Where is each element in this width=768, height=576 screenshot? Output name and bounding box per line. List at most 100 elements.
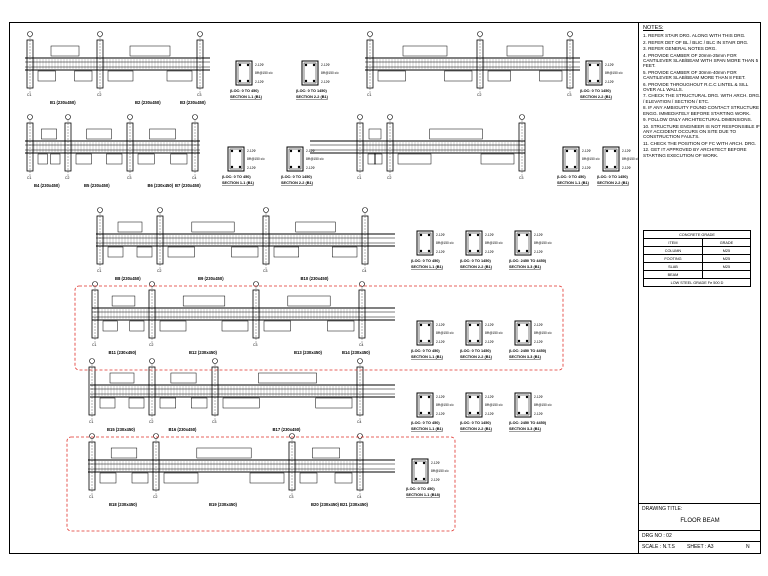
bar-curtail-box bbox=[159, 397, 176, 409]
bar-curtail-box bbox=[480, 153, 515, 165]
rebar-dot bbox=[613, 149, 617, 153]
rebar-label: 2-12Ф bbox=[582, 149, 591, 153]
table-cell bbox=[701, 270, 752, 279]
rebar-dot bbox=[289, 165, 293, 169]
grid-label: C2 bbox=[157, 269, 162, 273]
grid-bubble bbox=[357, 114, 363, 120]
drawing-number: DRG NO : 02 bbox=[642, 533, 672, 539]
grid-bubble bbox=[27, 114, 33, 120]
bar-curtail-box bbox=[74, 70, 93, 82]
grid-bubble bbox=[567, 31, 573, 37]
bar-curtail-box bbox=[191, 397, 208, 409]
rebar-dot bbox=[230, 149, 234, 153]
notes-title: NOTES: bbox=[643, 25, 664, 31]
section-title: SECTION 1-1 (B1) bbox=[222, 181, 255, 185]
rebar-label: 2-12Ф bbox=[485, 412, 494, 416]
grid-bubble bbox=[92, 281, 98, 287]
bar-curtail-box bbox=[196, 447, 252, 459]
stirrup-outline bbox=[467, 322, 481, 344]
beam-label: B11 (230x450) bbox=[109, 350, 137, 355]
rebar-dot bbox=[596, 79, 600, 83]
rebar-label: 2-12Ф bbox=[622, 149, 631, 153]
rebar-label: 2-12Ф bbox=[247, 166, 256, 170]
grid-label: C3 bbox=[263, 269, 268, 273]
bar-curtail-box bbox=[374, 153, 383, 165]
section-location: (LOC: 0 TO 450) bbox=[557, 175, 586, 179]
rebar-dot bbox=[419, 339, 423, 343]
beam-label: B3 (230x450) bbox=[180, 100, 206, 105]
stirrup-outline bbox=[237, 62, 251, 84]
grid-label: C4 bbox=[357, 420, 362, 424]
rebar-label: 8Ф@150 c/c bbox=[485, 403, 503, 407]
rebar-dot bbox=[289, 149, 293, 153]
beam-label: B17 (230x450) bbox=[273, 427, 302, 432]
rebar-dot bbox=[476, 395, 480, 399]
rebar-label: 2-12Ф bbox=[485, 395, 494, 399]
bar-curtail-box bbox=[99, 397, 116, 409]
rebar-dot bbox=[238, 165, 242, 169]
grid-bubble bbox=[89, 358, 95, 364]
bar-curtail-box bbox=[221, 320, 249, 332]
table-cell: M25 bbox=[701, 254, 752, 263]
section-outline bbox=[227, 146, 245, 172]
bar-curtail-box bbox=[109, 372, 135, 384]
beam-label: B20 (230x450) bbox=[311, 502, 340, 507]
highlight-box bbox=[66, 436, 456, 532]
beam-label: B18 (230x450) bbox=[109, 502, 138, 507]
section-title: SECTION 1-1 (B18) bbox=[406, 493, 441, 497]
stirrup-outline bbox=[564, 148, 578, 170]
bar-curtail-box bbox=[231, 246, 259, 258]
section-outline bbox=[562, 146, 580, 172]
scale-row: SCALE : N.T.S SHEET : A3 N bbox=[639, 542, 761, 554]
rebar-label: 2-12Ф bbox=[582, 166, 591, 170]
grid-bubble bbox=[367, 31, 373, 37]
rebar-label: 8Ф@150 c/c bbox=[534, 241, 552, 245]
bar-curtail-box bbox=[222, 397, 260, 409]
rebar-label: 2-12Ф bbox=[485, 323, 494, 327]
grid-label: C3 bbox=[253, 343, 258, 347]
beam-label: B8 (230x450) bbox=[115, 276, 141, 281]
stirrup-outline bbox=[604, 148, 618, 170]
rebar-dot bbox=[476, 249, 480, 253]
rebar-label: 8Ф@150 c/c bbox=[485, 241, 503, 245]
rebar-label: 8Ф@150 c/c bbox=[605, 71, 623, 75]
section-outline bbox=[465, 320, 483, 346]
grid-label: C2 bbox=[477, 93, 482, 97]
grid-label: C1 bbox=[357, 176, 362, 180]
rebar-label: 2-12Ф bbox=[534, 233, 543, 237]
rebar-label: 2-12Ф bbox=[321, 80, 330, 84]
section-title: SECTION 2-2 (B1) bbox=[296, 95, 329, 99]
rebar-label: 2-12Ф bbox=[436, 412, 445, 416]
note-item: 6. PROVIDE THROUGHOUT R.C.C LINTEL & SIL… bbox=[643, 81, 749, 93]
section-location: (LOC: 0 TO 1450) bbox=[281, 175, 312, 179]
grid-label: C3 bbox=[567, 93, 572, 97]
rebar-dot bbox=[525, 411, 529, 415]
note-item: 7. CHECK THE STRUCTURAL DRG. WITH ARCH. … bbox=[643, 93, 761, 104]
stirrup-outline bbox=[418, 322, 432, 344]
section-location: (LOC: 0 TO 1450) bbox=[460, 349, 491, 353]
bar-curtail-box bbox=[327, 320, 355, 332]
beam-label: B4 (230x450) bbox=[34, 183, 60, 188]
bar-curtail-box bbox=[37, 70, 56, 82]
rebar-dot bbox=[304, 79, 308, 83]
rebar-dot bbox=[468, 233, 472, 237]
stirrup-outline bbox=[516, 322, 530, 344]
rebar-dot bbox=[573, 165, 577, 169]
rebar-label: 8Ф@150 c/c bbox=[255, 71, 273, 75]
grid-label: C3 bbox=[289, 495, 294, 499]
steel-grade: LOW STEEL GRADE Fe 500 D bbox=[643, 278, 751, 287]
table-cell: FOOTING bbox=[643, 254, 703, 263]
bar-curtail-box bbox=[377, 70, 406, 82]
rebar-dot bbox=[419, 249, 423, 253]
rebar-dot bbox=[297, 165, 301, 169]
section-location: (LOC: 0 TO 450) bbox=[411, 421, 440, 425]
bar-curtail-box bbox=[128, 397, 145, 409]
grid-label: C1 bbox=[89, 495, 94, 499]
grid-bubble bbox=[519, 114, 525, 120]
rebar-dot bbox=[517, 249, 521, 253]
bar-curtail-box bbox=[273, 246, 299, 258]
grid-bubble bbox=[387, 114, 393, 120]
beam-label: B7 (230x450) bbox=[175, 183, 201, 188]
grid-bubble bbox=[27, 31, 33, 37]
section-location: (LOC: 2450 TO 4450) bbox=[509, 349, 547, 353]
